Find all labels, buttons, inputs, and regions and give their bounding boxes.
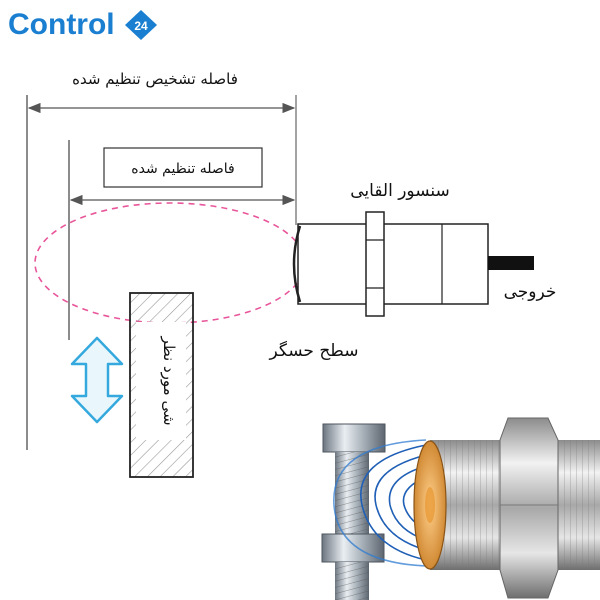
brand-logo-text: Control <box>8 8 115 41</box>
sensing-distance-label: فاصله تشخیص تنظیم شده <box>72 70 238 88</box>
sensor-photo-illustration <box>321 417 600 600</box>
sensor-label: سنسور القایی <box>350 181 450 201</box>
sensor-cable <box>488 256 534 270</box>
sensor-nut <box>365 211 385 317</box>
brand-badge-text: 24 <box>134 19 148 33</box>
target-label: شی مورد نظر <box>160 335 178 425</box>
sensing-face-label: سطح حسگر <box>268 340 358 361</box>
sensor-photo-nut <box>499 417 559 599</box>
sensor-outline-drawing <box>292 211 534 317</box>
set-distance-box <box>103 147 263 188</box>
sensor-photo-body <box>413 417 600 599</box>
double-arrow-vertical-icon <box>70 336 124 424</box>
set-distance-label: فاصله تنظیم شده <box>131 161 234 177</box>
bolt-illustration <box>321 423 386 600</box>
target-object: شی مورد نظر <box>129 292 194 478</box>
brand-badge-icon: 24 <box>125 10 157 40</box>
brand-logo: Control 24 <box>8 8 157 41</box>
output-label: خروجی <box>504 282 557 302</box>
